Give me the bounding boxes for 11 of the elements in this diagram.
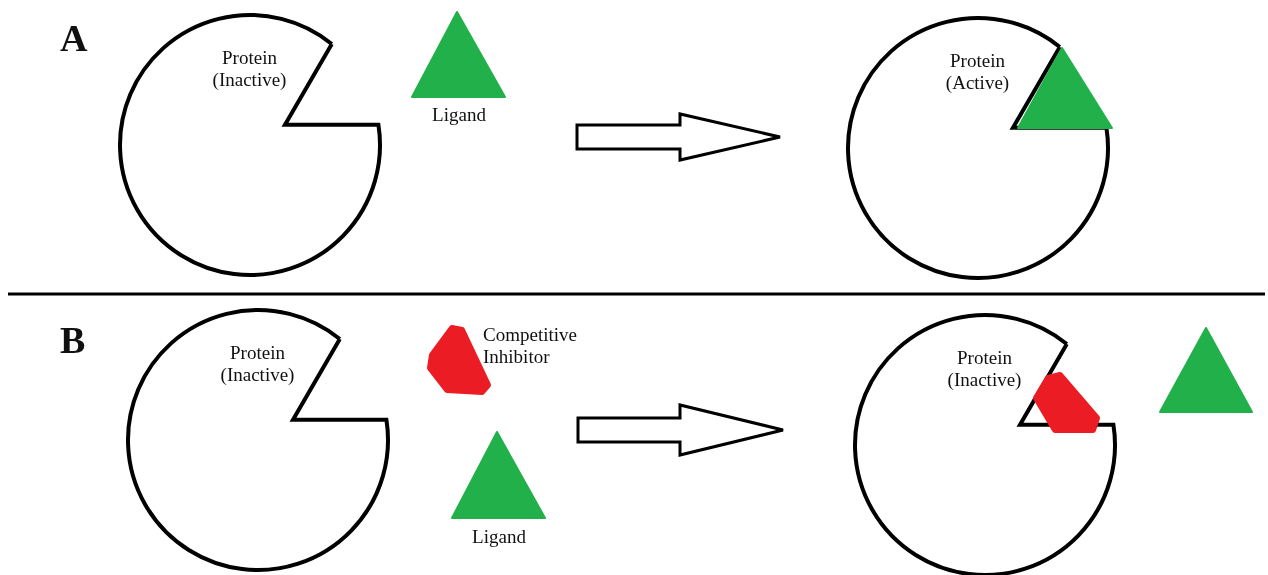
ligand-label: Ligand <box>431 104 487 126</box>
protein-label: Protein (Inactive) <box>211 47 288 91</box>
protein-label: Protein (Active) <box>944 50 1011 94</box>
inhibitor-label: Competitive Inhibitor <box>483 324 578 368</box>
panel-letter: B <box>60 318 86 362</box>
protein-label: Protein (Inactive) <box>946 347 1023 391</box>
block-arrow <box>576 403 785 457</box>
protein-label: Protein (Inactive) <box>219 342 296 386</box>
ligand-label: Ligand <box>471 526 527 548</box>
panel-letter: A <box>60 16 88 60</box>
block-arrow <box>575 112 782 162</box>
